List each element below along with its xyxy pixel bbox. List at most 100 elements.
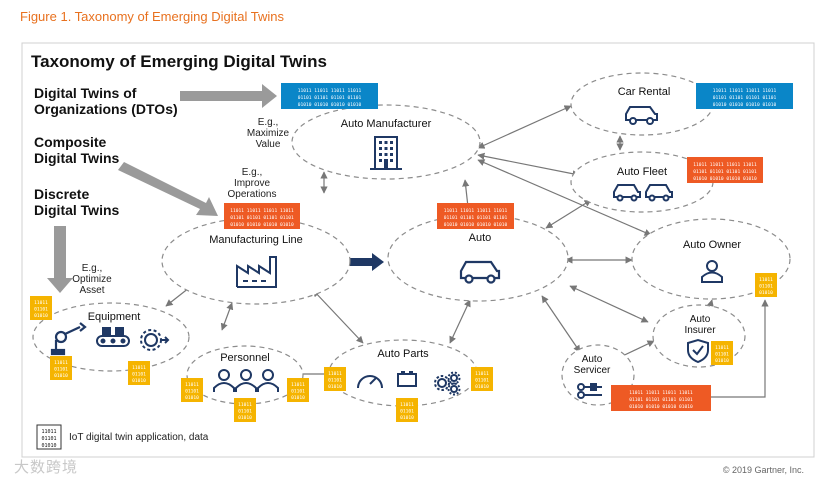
fleet-cars-icon <box>613 184 673 202</box>
discrete-data-block-line: 01010 <box>185 395 199 401</box>
discrete-data-block-line: 11011 <box>759 277 773 283</box>
auto-owner-label: Auto Owner <box>683 239 741 251</box>
mline-to-auto-arrow <box>350 253 384 271</box>
conn-carrental-manufacturer <box>477 105 572 149</box>
legend-label: IoT digital twin application, data <box>69 432 209 443</box>
manufacturing-line-label: Manufacturing Line <box>209 234 303 246</box>
conveyor-icon <box>96 327 130 347</box>
discrete-data-block-line: 11011 <box>34 300 48 306</box>
diagram-title: Taxonomy of Emerging Digital Twins <box>31 52 327 71</box>
svg-text:01101: 01101 <box>41 436 56 442</box>
discrete-data-block-line: 01101 <box>54 367 68 373</box>
people-icon <box>213 369 279 392</box>
auto-label: Auto <box>469 232 492 244</box>
composite-data-block-mline: 11011 11011 11011 11011 01101 01101 0110… <box>224 203 300 229</box>
car-icon <box>459 260 501 284</box>
discrete-data-block-line: 11011 <box>328 371 342 377</box>
equipment-label: Equipment <box>88 311 141 323</box>
discrete-data-block-line: 01101 <box>238 409 252 415</box>
maximize-obj: Value <box>256 139 281 150</box>
dto-arrow <box>180 84 277 108</box>
legend: 11011 01101 01010 IoT digital twin appli… <box>36 424 209 450</box>
discrete-data-block-line: 01010 <box>759 290 773 296</box>
discrete-data-block-line: 11011 <box>475 371 489 377</box>
discrete-data-block-line: 01010 <box>54 373 68 379</box>
conn-fleet-auto <box>545 199 592 229</box>
composite-label-line1: Composite <box>34 134 107 150</box>
gauge-icon <box>357 375 383 389</box>
discrete-data-block-line: 11011 <box>132 365 146 371</box>
discrete-data-block-line: 01010 <box>132 378 146 384</box>
legend-swatch <box>36 424 62 450</box>
conn-auto-autoparts <box>449 299 471 344</box>
person-icon <box>701 260 723 283</box>
auto-parts-label: Auto Parts <box>377 348 429 360</box>
discrete-data-block-line: 01101 <box>291 389 305 395</box>
discrete-data-block-line: 01101 <box>132 372 146 378</box>
watermark: 大数跨境 <box>14 458 79 476</box>
svg-text:01101 01101 01101 01101: 01101 01101 01101 01101 <box>693 169 757 175</box>
maximize-verb: Maximize <box>247 128 290 139</box>
factory-icon <box>236 256 277 288</box>
discrete-data-block-line: 01010 <box>238 415 252 421</box>
conn-mline-personnel <box>220 302 234 331</box>
manufacturing-line-node <box>161 217 351 305</box>
auto-insurer-label-2: Insurer <box>684 325 716 336</box>
battery-icon <box>397 371 417 387</box>
discrete-data-block-line: 11011 <box>715 345 729 351</box>
dto-data-block-manufacturer: 11011 11011 11011 11011 01101 01101 0110… <box>281 83 378 109</box>
auto-node <box>387 214 569 302</box>
discrete-data-block-line: 01010 <box>34 313 48 319</box>
composite-data-block-auto: 11011 11011 11011 11011 01101 01101 0110… <box>437 203 514 229</box>
auto-insurer-label-1: Auto <box>690 314 711 325</box>
robot-arm-icon <box>50 322 87 356</box>
svg-text:01010 01010 01010 01010: 01010 01010 01010 01010 <box>713 102 777 108</box>
improve-verb: Improve <box>234 178 271 189</box>
svg-text:01101 01101 01101 01101: 01101 01101 01101 01101 <box>298 95 362 101</box>
gear-chip-icon <box>140 329 170 351</box>
auto-owner-node <box>631 218 791 300</box>
shield-icon <box>687 338 709 364</box>
gears-icon <box>434 371 461 396</box>
composite-label-line2: Digital Twins <box>34 150 120 166</box>
personnel-node <box>186 345 304 405</box>
svg-text:11011 11011 11011 11011: 11011 11011 11011 11011 <box>230 208 294 214</box>
svg-text:01101 01101 01101 01101: 01101 01101 01101 01101 <box>629 397 693 403</box>
auto-servicer-label-2: Servicer <box>574 365 611 376</box>
svg-text:01101 01101 01101 01101: 01101 01101 01101 01101 <box>713 95 777 101</box>
copyright: © 2019 Gartner, Inc. <box>722 465 804 475</box>
svg-text:01010 01010 01010 01010: 01010 01010 01010 01010 <box>629 404 693 410</box>
discrete-data-block-line: 01101 <box>400 409 414 415</box>
discrete-data-block-line: 01101 <box>475 378 489 384</box>
personnel-label: Personnel <box>220 352 270 364</box>
svg-text:11011 11011 11011 11011: 11011 11011 11011 11011 <box>693 162 757 168</box>
svg-text:11011 11011 11011 11011: 11011 11011 11011 11011 <box>444 208 508 214</box>
composite-data-block-fleet: 11011 11011 11011 11011 01101 01101 0110… <box>687 157 763 183</box>
rental-car-icon <box>625 106 658 125</box>
svg-text:01010 01010 01010 01010: 01010 01010 01010 01010 <box>693 176 757 182</box>
discrete-data-block-line: 11011 <box>238 402 252 408</box>
optimize-eg: E.g., <box>82 263 103 274</box>
conn-mline-autoparts <box>312 289 364 344</box>
discrete-data-block-line: 11011 <box>54 360 68 366</box>
discrete-data-block-line: 11011 <box>291 382 305 388</box>
svg-text:01010 01010 01010 01010: 01010 01010 01010 01010 <box>444 222 508 228</box>
discrete-data-block-line: 01101 <box>715 352 729 358</box>
svg-text:11011 11011 11011 11011: 11011 11011 11011 11011 <box>629 390 693 396</box>
composite-arrow <box>118 162 218 216</box>
discrete-data-block-line: 01101 <box>759 284 773 290</box>
discrete-data-block-line: 01101 <box>34 307 48 313</box>
car-rental-label: Car Rental <box>618 86 671 98</box>
discrete-data-block-line: 01010 <box>475 384 489 390</box>
optimize-obj: Asset <box>79 285 104 296</box>
maximize-eg: E.g., <box>258 117 279 128</box>
discrete-data-block-line: 11011 <box>400 402 414 408</box>
